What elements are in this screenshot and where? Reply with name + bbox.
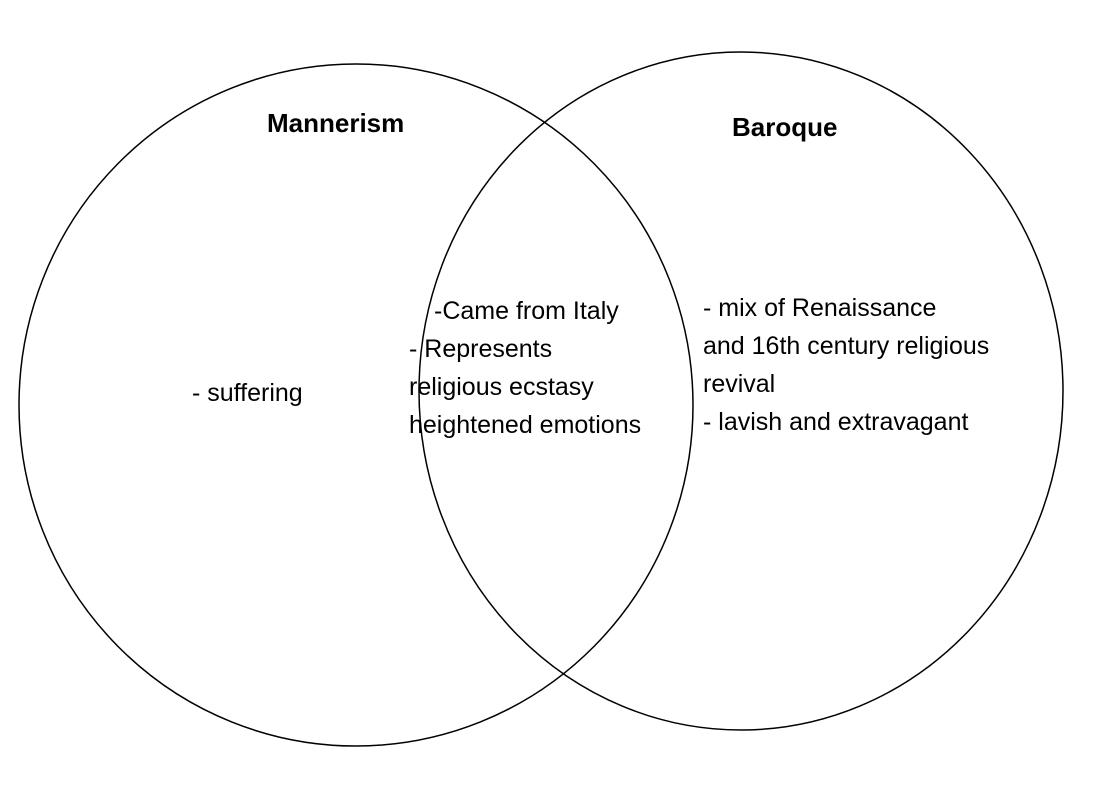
mannerism-item: - suffering: [192, 379, 303, 407]
mannerism-title: Mannerism: [267, 108, 405, 138]
baroque-line: and 16th century religious: [703, 332, 990, 360]
overlap-line: heightened emotions: [409, 411, 642, 439]
baroque-line: - mix of Renaissance: [703, 294, 937, 322]
overlap-line: - Represents: [409, 335, 553, 363]
overlap-text: -Came from Italy - Represents religious …: [409, 292, 641, 444]
baroque-only-text: - mix of Renaissance and 16th century re…: [703, 289, 989, 441]
mannerism-only-text: - suffering: [192, 374, 303, 412]
baroque-line: revival: [703, 370, 776, 398]
mannerism-circle: [18, 63, 694, 747]
overlap-line: -Came from Italy: [434, 297, 619, 325]
baroque-line: - lavish and extravagant: [703, 408, 969, 436]
baroque-circle: [418, 51, 1064, 731]
baroque-title: Baroque: [732, 112, 838, 142]
overlap-line: religious ecstasy: [409, 373, 594, 401]
